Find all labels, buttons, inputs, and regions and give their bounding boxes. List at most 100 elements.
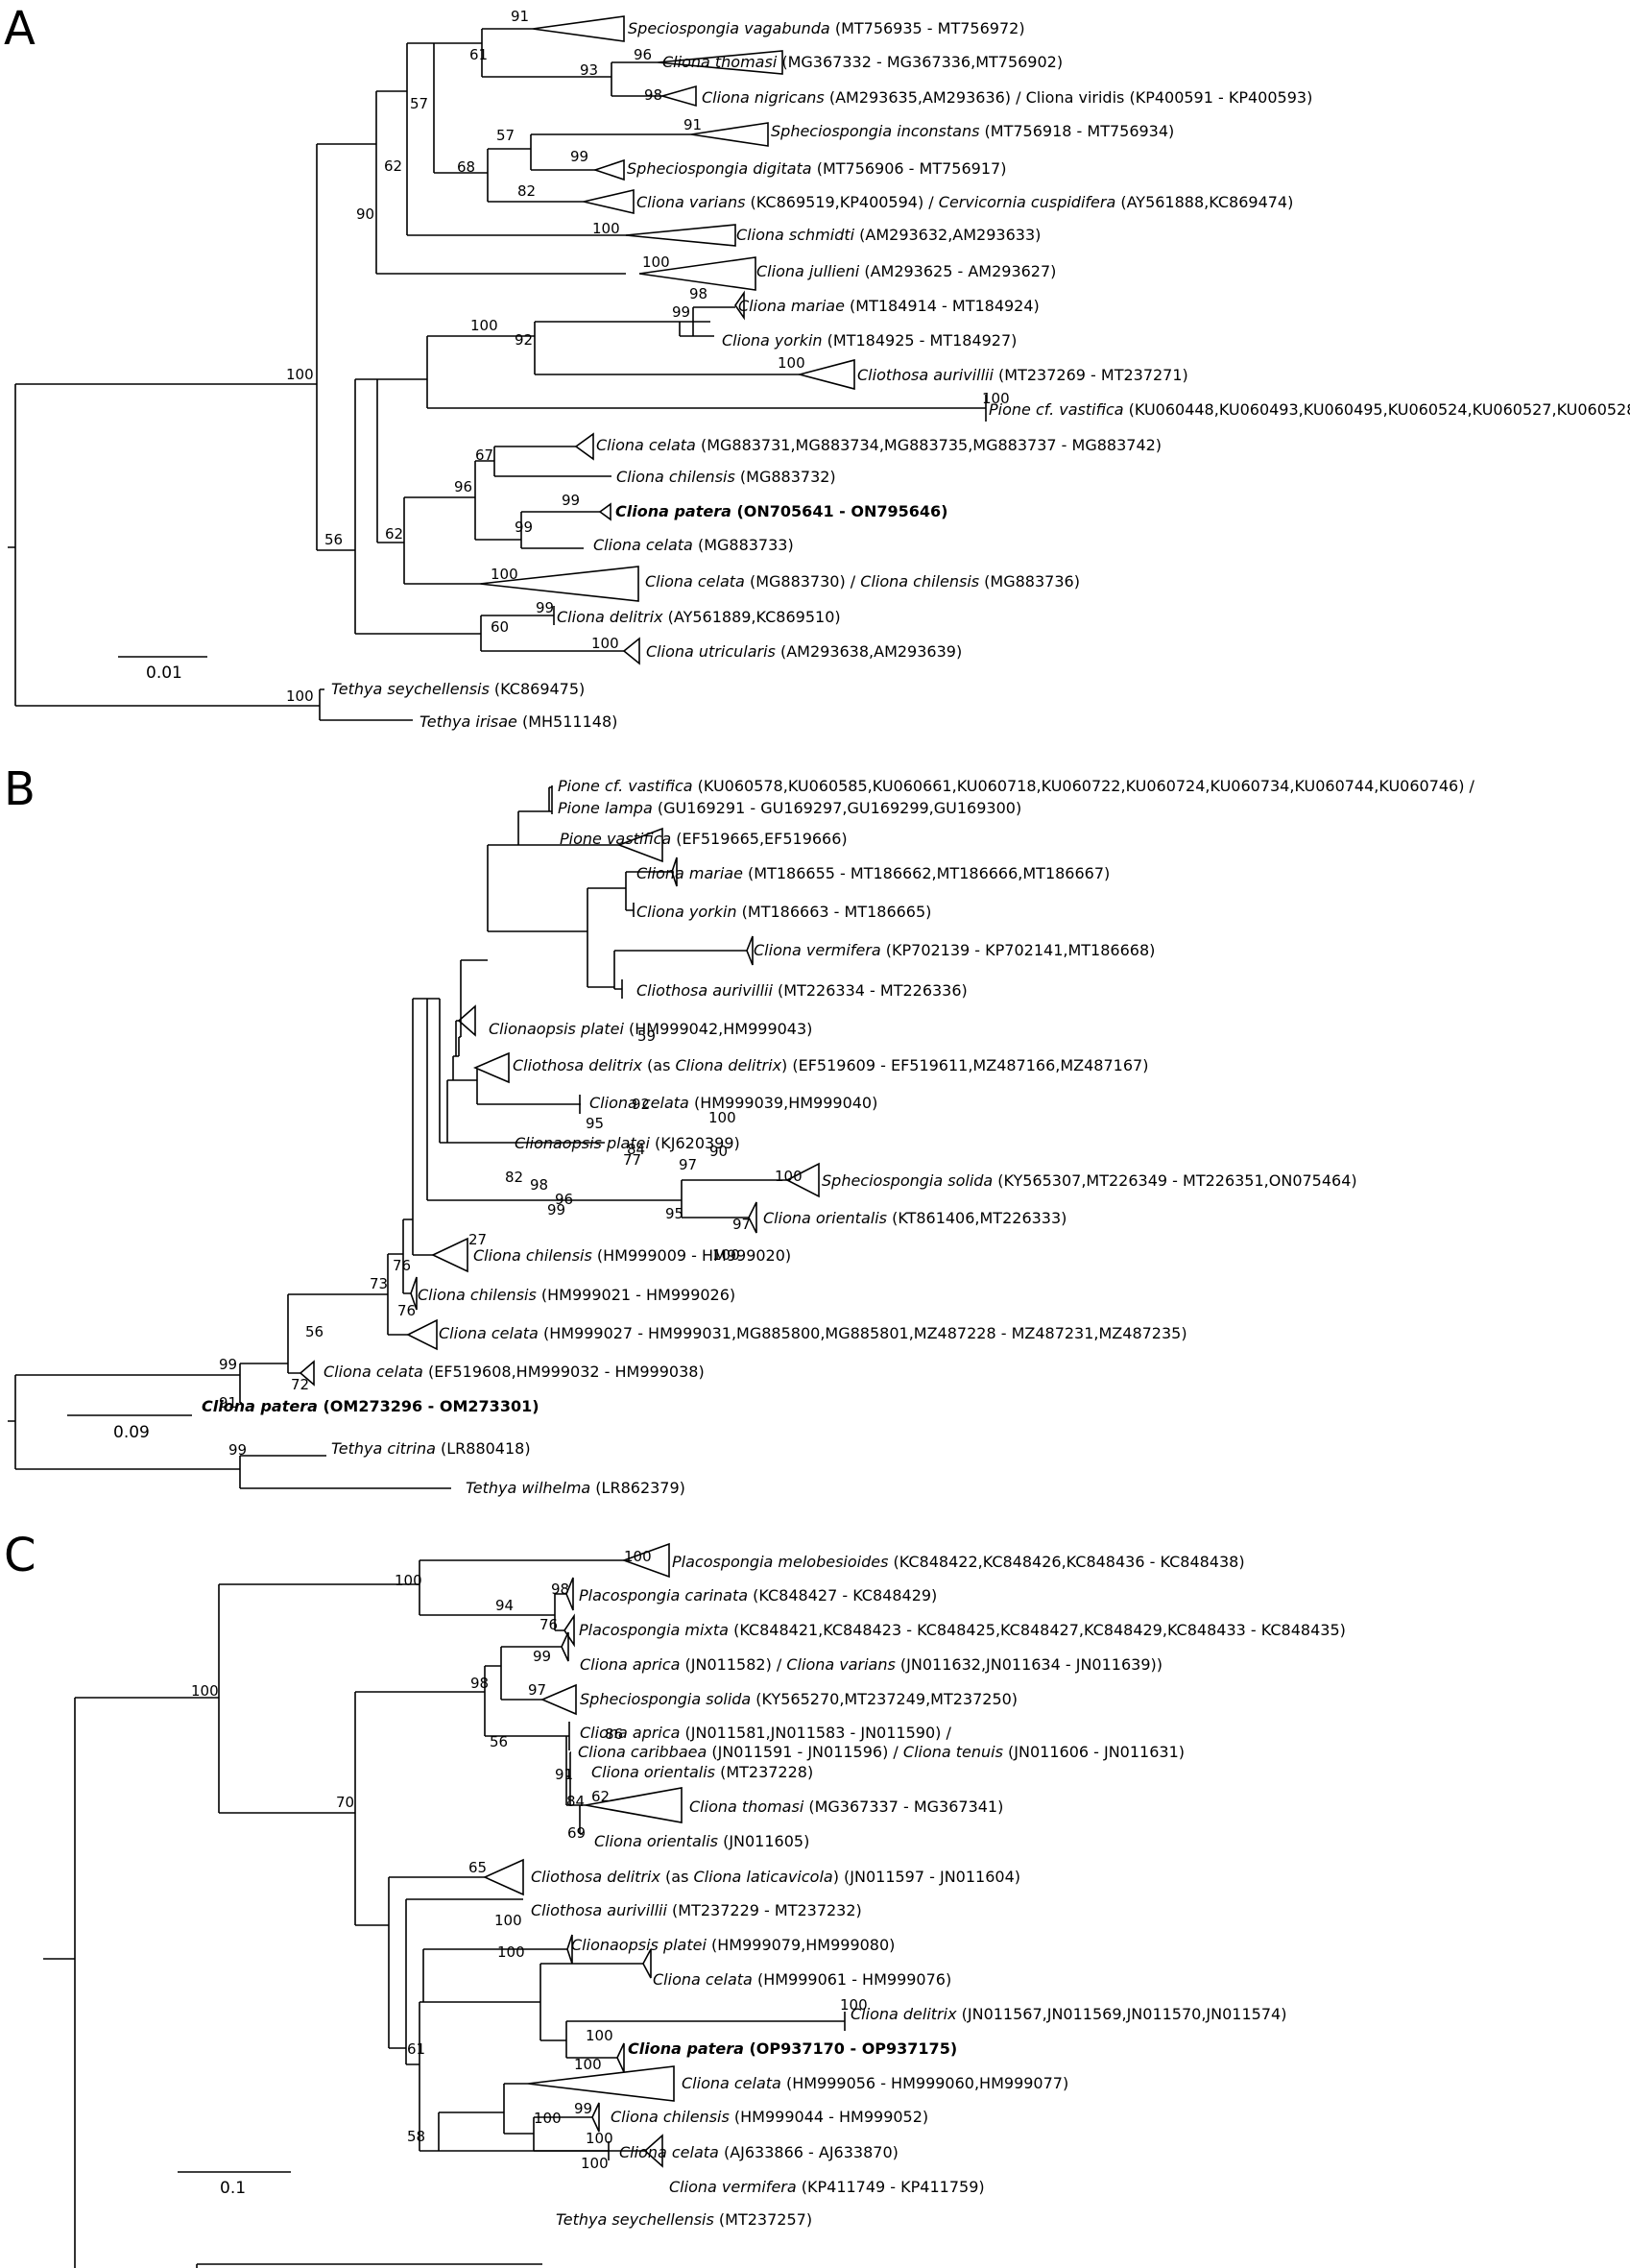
bootstrap-support-value: 62 (591, 1788, 610, 1805)
branch-a-99 (679, 321, 710, 337)
bootstrap-support-value: 90 (356, 205, 374, 223)
root-stem-a (8, 383, 320, 707)
species-name: Cliona patera (615, 502, 731, 520)
taxon-label: Cliothosa aurivillii (MT237229 - MT23723… (531, 1901, 862, 1919)
support-values-a: 1009062576191939698685791998210010056929… (286, 8, 1010, 705)
bootstrap-support-value: 27 (468, 1231, 487, 1248)
clade-triangle (622, 637, 640, 665)
taxon-label: Cliona celata (EF519608,HM999032 - HM999… (324, 1363, 705, 1381)
bootstrap-support-value: 99 (533, 1648, 551, 1665)
species-name: Cliona caribbaea (578, 1743, 707, 1761)
accession-numbers: (ON705641 - ON795646) (731, 502, 948, 520)
accession-numbers: (JN011591 - JN011596) / (707, 1743, 903, 1761)
accession-numbers: (MT237257) (714, 2210, 812, 2229)
taxon-label: Cliona celata (HM999056 - HM999060,HM999… (682, 2074, 1068, 2092)
bootstrap-support-value: 60 (491, 618, 509, 636)
accession-numbers: (MT237228) (715, 1763, 813, 1781)
panel-c: C 0.1 (4, 1529, 1346, 2268)
species-name: Cliona laticavicola (694, 1868, 833, 1886)
branch-c-522 (500, 1646, 562, 1701)
branch-c-525 (503, 2083, 534, 2135)
clade-triangle (574, 432, 594, 461)
taxon-label: Cliona chilensis (MG883732) (616, 468, 836, 486)
bootstrap-support-value: 86 (605, 1725, 623, 1743)
species-name: Spheciospongia solida (580, 1690, 751, 1708)
accession-numbers: (AM293635,AM293636) / Cliona viridis (KP… (825, 88, 1313, 107)
accession-numbers: (KT861406,MT226333) (887, 1209, 1067, 1227)
branch-a-93 (611, 61, 662, 97)
accession-numbers: (JN011567,JN011569,JN011570,JN011574) (957, 2005, 1287, 2023)
taxon-label: Cliona aprica (JN011581,JN011583 - JN011… (580, 1724, 951, 1742)
clade-triangle (566, 1934, 573, 1965)
bootstrap-support-value: 95 (665, 1205, 683, 1222)
branch-b-76 (402, 1218, 413, 1294)
bootstrap-support-value: 100 (574, 2056, 602, 2073)
taxon-label: Placospongia mixta (KC848421,KC848423 - … (579, 1621, 1346, 1639)
accession-numbers: (LR880418) (436, 1439, 531, 1458)
accession-numbers: (MT184914 - MT184924) (845, 297, 1040, 315)
species-name: Speciospongia vagabunda (628, 19, 830, 37)
accession-numbers: (MG883731,MG883734,MG883735,MG883737 - M… (696, 436, 1162, 454)
species-name: Cliona mariae (738, 297, 845, 315)
taxon-label: Cliona celata (HM999061 - HM999076) (653, 1970, 951, 1989)
clade-triangle (621, 1542, 670, 1579)
taxon-label: Tethya seychellensis (KC869475) (331, 680, 585, 698)
branch-b-640 (613, 950, 747, 990)
species-name: Tethya citrina (331, 1439, 436, 1458)
bootstrap-support-value: 73 (370, 1275, 388, 1292)
taxon-label: Cliona nigricans (AM293635,AM293636) / C… (702, 88, 1312, 107)
accession-numbers: (KU060578,KU060585,KU060661,KU060718,KU0… (693, 777, 1475, 795)
clade-triangle (796, 358, 855, 391)
branch-b-478 (458, 1036, 461, 1056)
accession-numbers: (HM999021 - HM999026) (537, 1286, 735, 1304)
bootstrap-support-value: 62 (384, 157, 402, 175)
species-name: Cliothosa delitrix (513, 1056, 642, 1074)
species-name: Cliona celata (589, 1094, 689, 1112)
species-name: Cliona chilensis (418, 1286, 537, 1304)
accession-numbers: (as (642, 1056, 676, 1074)
branch-a-99c (480, 615, 624, 652)
species-name: Cliothosa delitrix (531, 1868, 660, 1886)
clade-triangle (299, 1360, 315, 1387)
species-name: Cliona vermifera (669, 2178, 797, 2196)
taxon-label: Cliona jullieni (AM293625 - AM293627) (756, 262, 1056, 280)
taxon-label: Cliona thomasi (MG367337 - MG367341) (689, 1798, 1003, 1816)
taxon-label: Spheciospongia digitata (MT756906 - MT75… (627, 159, 1006, 178)
species-name: Cliona jullieni (756, 262, 860, 280)
bootstrap-support-value: 100 (624, 1548, 652, 1565)
taxon-label: Cliona patera (OM273296 - OM273301) (202, 1397, 539, 1415)
branch-b-99 (239, 1363, 288, 1404)
species-name: Cliona chilensis (860, 572, 979, 591)
branch-b-652 (625, 871, 672, 911)
accession-numbers: (MT756918 - MT756934) (979, 122, 1174, 140)
bootstrap-support-value: 100 (491, 566, 518, 583)
taxon-label: Clionaopsis platei (HM999042,HM999043) (489, 1020, 812, 1038)
taxon-label: Cliona vermifera (KP411749 - KP411759) (669, 2178, 985, 2196)
branch-b-458 (427, 998, 447, 1144)
species-name: Cliona celata (439, 1324, 539, 1342)
bootstrap-support-value: 69 (567, 1824, 586, 1842)
branch-a-62b (403, 496, 480, 585)
species-name: Cliona chilensis (616, 468, 735, 486)
bootstrap-support-value: 91 (219, 1394, 237, 1411)
species-name: Spheciospongia digitata (627, 159, 812, 178)
species-name: Cliona tenuis (903, 1743, 1003, 1761)
species-name: Tethya seychellensis (331, 680, 490, 698)
bootstrap-support-value: 98 (644, 86, 662, 104)
accession-numbers: (HM999061 - HM999076) (753, 1970, 951, 1989)
species-name: Cliothosa aurivillii (857, 366, 995, 384)
bootstrap-support-value: 57 (410, 95, 428, 112)
bootstrap-support-value: 59 (637, 1027, 656, 1045)
branch-a-92 (534, 321, 800, 375)
bootstrap-support-value: 100 (497, 1943, 525, 1961)
taxon-label: Cliothosa delitrix (as Cliona laticavico… (531, 1868, 1020, 1886)
bootstrap-support-value: 76 (539, 1616, 558, 1633)
clade-triangle (431, 1237, 468, 1273)
bootstrap-support-value: 100 (592, 220, 620, 237)
bootstrap-support-value: 56 (490, 1733, 508, 1750)
accession-numbers: (AM293632,AM293633) (854, 226, 1041, 244)
bootstrap-support-value: 61 (407, 2040, 425, 2058)
taxon-label: Pione lampa (GU169291 - GU169297,GU16929… (558, 799, 1021, 817)
accession-numbers: (AM293638,AM293639) (776, 642, 962, 661)
branch-b-540 (517, 810, 619, 846)
